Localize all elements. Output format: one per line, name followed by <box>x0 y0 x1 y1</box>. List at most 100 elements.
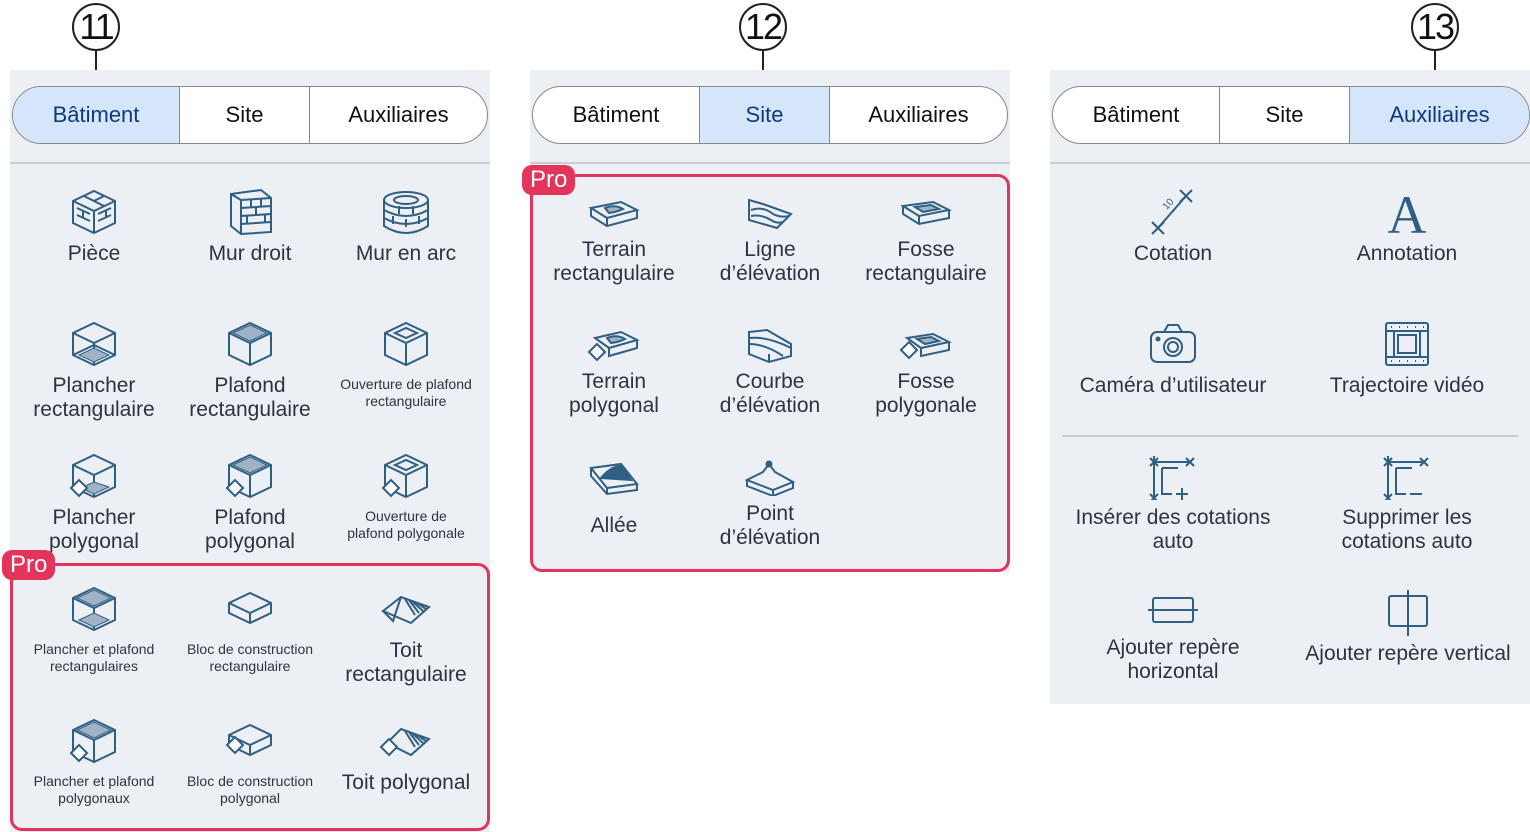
tool-label: Ajouter repère vertical <box>1305 642 1511 665</box>
tool-label: Bloc de construction rectangulaire <box>186 641 314 674</box>
tool-piece[interactable]: Pièce <box>14 188 174 266</box>
tool-mur-droit[interactable]: Mur droit <box>170 188 330 266</box>
tool-fosse-rectangulaire[interactable]: Fosse rectangulaire <box>846 196 1006 286</box>
callout-13-leader <box>1434 51 1436 87</box>
roof-icon <box>381 595 431 625</box>
category-tabs: Bâtiment Site Auxiliaires <box>12 86 488 144</box>
rect-terrain-icon <box>588 200 640 228</box>
tab-auxiliaires[interactable]: Auxiliaires <box>348 102 449 127</box>
polygon-ceiling-opening-icon <box>381 453 428 499</box>
insert-auto-dimensions-icon <box>1149 456 1195 500</box>
tool-label: Annotation <box>1356 242 1458 265</box>
tool-label: Mur droit <box>208 242 292 265</box>
tool-label: Point d’élévation <box>719 502 821 549</box>
tool-repere-vertical[interactable]: Ajouter repère vertical <box>1297 590 1519 666</box>
pro-badge: Pro <box>522 165 576 195</box>
tool-plafond-rectangulaire[interactable]: Plafond rectangulaire <box>170 320 330 422</box>
tool-plancher-plafond-polygonaux[interactable]: Plancher et plafond polygonaux <box>14 717 174 807</box>
tool-annotation[interactable]: A Annotation <box>1297 188 1517 266</box>
camera-icon <box>1150 324 1196 363</box>
tool-cotation[interactable]: 10 Cotation <box>1063 188 1283 266</box>
tool-label: Terrain polygonal <box>569 370 659 417</box>
section-divider <box>1062 435 1518 437</box>
callout-12-leader <box>762 51 764 87</box>
tool-plafond-polygonal[interactable]: Plafond polygonal <box>170 452 330 554</box>
tool-label: Toit polygonal <box>341 771 471 794</box>
rect-pit-icon <box>900 200 953 226</box>
tool-label: Ajouter repère horizontal <box>1106 636 1240 683</box>
tool-supprimer-cotations-auto[interactable]: Supprimer les cotations auto <box>1297 452 1517 554</box>
building-block-icon <box>228 591 272 625</box>
tab-batiment[interactable]: Bâtiment <box>13 87 180 143</box>
tool-label: Plafond rectangulaire <box>189 374 311 421</box>
tool-plancher-rectangulaire[interactable]: Plancher rectangulaire <box>14 320 174 422</box>
tool-label: Supprimer les cotations auto <box>1341 506 1473 553</box>
tab-site[interactable]: Site <box>1220 87 1350 143</box>
tool-label: Plafond polygonal <box>205 506 295 553</box>
tab-auxiliaires[interactable]: Auxiliaires <box>1350 87 1529 143</box>
tool-label: Bloc de construction polygonal <box>186 773 314 806</box>
tool-label: Fosse polygonale <box>875 370 977 417</box>
tabs-divider <box>530 162 1010 164</box>
polygon-terrain-icon <box>587 330 640 362</box>
tool-terrain-polygonal[interactable]: Terrain polygonal <box>534 328 694 418</box>
pro-badge: Pro <box>2 550 56 580</box>
ceiling-opening-icon <box>384 321 428 367</box>
tool-allee[interactable]: Allée <box>534 460 694 538</box>
category-tabs: Bâtiment Site Auxiliaires <box>1052 86 1530 144</box>
tool-label: Pièce <box>67 242 121 265</box>
tool-label: Mur en arc <box>355 242 457 265</box>
driveway-icon <box>589 462 639 496</box>
tool-point-elevation[interactable]: Point d’élévation <box>690 460 850 550</box>
tab-batiment[interactable]: Bâtiment <box>533 87 700 143</box>
tool-courbe-elevation[interactable]: Courbe d’élévation <box>690 328 850 418</box>
tab-auxiliaires[interactable]: Auxiliaires <box>868 102 969 127</box>
tool-label: Ouverture de plafond rectangulaire <box>340 376 472 409</box>
tool-inserer-cotations-auto[interactable]: Insérer des cotations auto <box>1053 452 1293 554</box>
floor-cube-icon <box>72 321 116 367</box>
callout-12: 12 <box>739 3 787 51</box>
tool-label: Caméra d’utilisateur <box>1079 374 1267 397</box>
tool-repere-horizontal[interactable]: Ajouter repère horizontal <box>1053 590 1293 684</box>
pro-section-site <box>530 174 1010 572</box>
tabs-divider <box>1050 162 1530 164</box>
tab-batiment[interactable]: Bâtiment <box>1053 87 1220 143</box>
tool-ouverture-plafond-rectangulaire[interactable]: Ouverture de plafond rectangulaire <box>326 320 486 410</box>
horizontal-guide-icon <box>1148 597 1198 623</box>
tool-trajectoire-video[interactable]: Trajectoire vidéo <box>1297 320 1517 398</box>
tool-bloc-construction-rectangulaire[interactable]: Bloc de construction rectangulaire <box>170 585 330 675</box>
tool-toit-polygonal[interactable]: Toit polygonal <box>326 717 486 795</box>
tool-plancher-plafond-rectangulaires[interactable]: Plancher et plafond rectangulaires <box>14 585 174 675</box>
tool-plancher-polygonal[interactable]: Plancher polygonal <box>14 452 174 554</box>
polygon-floor-ceiling-icon <box>69 718 116 764</box>
category-tabs: Bâtiment Site Auxiliaires <box>532 86 1008 144</box>
polygon-building-block-icon <box>225 723 272 757</box>
tool-fosse-polygonale[interactable]: Fosse polygonale <box>846 328 1006 418</box>
annotation-icon: A <box>1387 185 1427 245</box>
tool-ouverture-plafond-polygonale[interactable]: Ouverture de plafond polygonale <box>326 452 486 542</box>
tool-toit-rectangulaire[interactable]: Toit rectangulaire <box>326 585 486 687</box>
callout-11-leader <box>95 51 97 87</box>
tab-site[interactable]: Site <box>180 87 310 143</box>
tool-label: Ouverture de plafond polygonale <box>347 508 465 541</box>
polygon-pit-icon <box>899 332 952 360</box>
tool-label: Allée <box>590 514 638 537</box>
floor-ceiling-icon <box>72 586 116 632</box>
arc-wall-icon <box>383 191 429 234</box>
tool-ligne-elevation[interactable]: Ligne d’élévation <box>690 196 850 286</box>
tool-label: Plancher et plafond rectangulaires <box>33 641 155 674</box>
tool-camera-utilisateur[interactable]: Caméra d’utilisateur <box>1053 320 1293 398</box>
tool-label: Ligne d’élévation <box>719 238 821 285</box>
tool-bloc-construction-polygonal[interactable]: Bloc de construction polygonal <box>170 717 330 807</box>
tool-label: Plancher et plafond polygonaux <box>33 773 155 806</box>
polygon-floor-icon <box>69 453 116 499</box>
elevation-point-icon <box>744 460 796 496</box>
remove-auto-dimensions-icon <box>1383 456 1429 500</box>
panel-auxiliaires: Bâtiment Site Auxiliaires <box>1050 70 1530 704</box>
vertical-guide-icon <box>1388 590 1428 636</box>
tool-terrain-rectangulaire[interactable]: Terrain rectangulaire <box>534 196 694 286</box>
tab-site[interactable]: Site <box>700 87 830 143</box>
tool-mur-en-arc[interactable]: Mur en arc <box>326 188 486 266</box>
tool-label: Insérer des cotations auto <box>1075 506 1271 553</box>
tabs-divider <box>10 162 490 164</box>
